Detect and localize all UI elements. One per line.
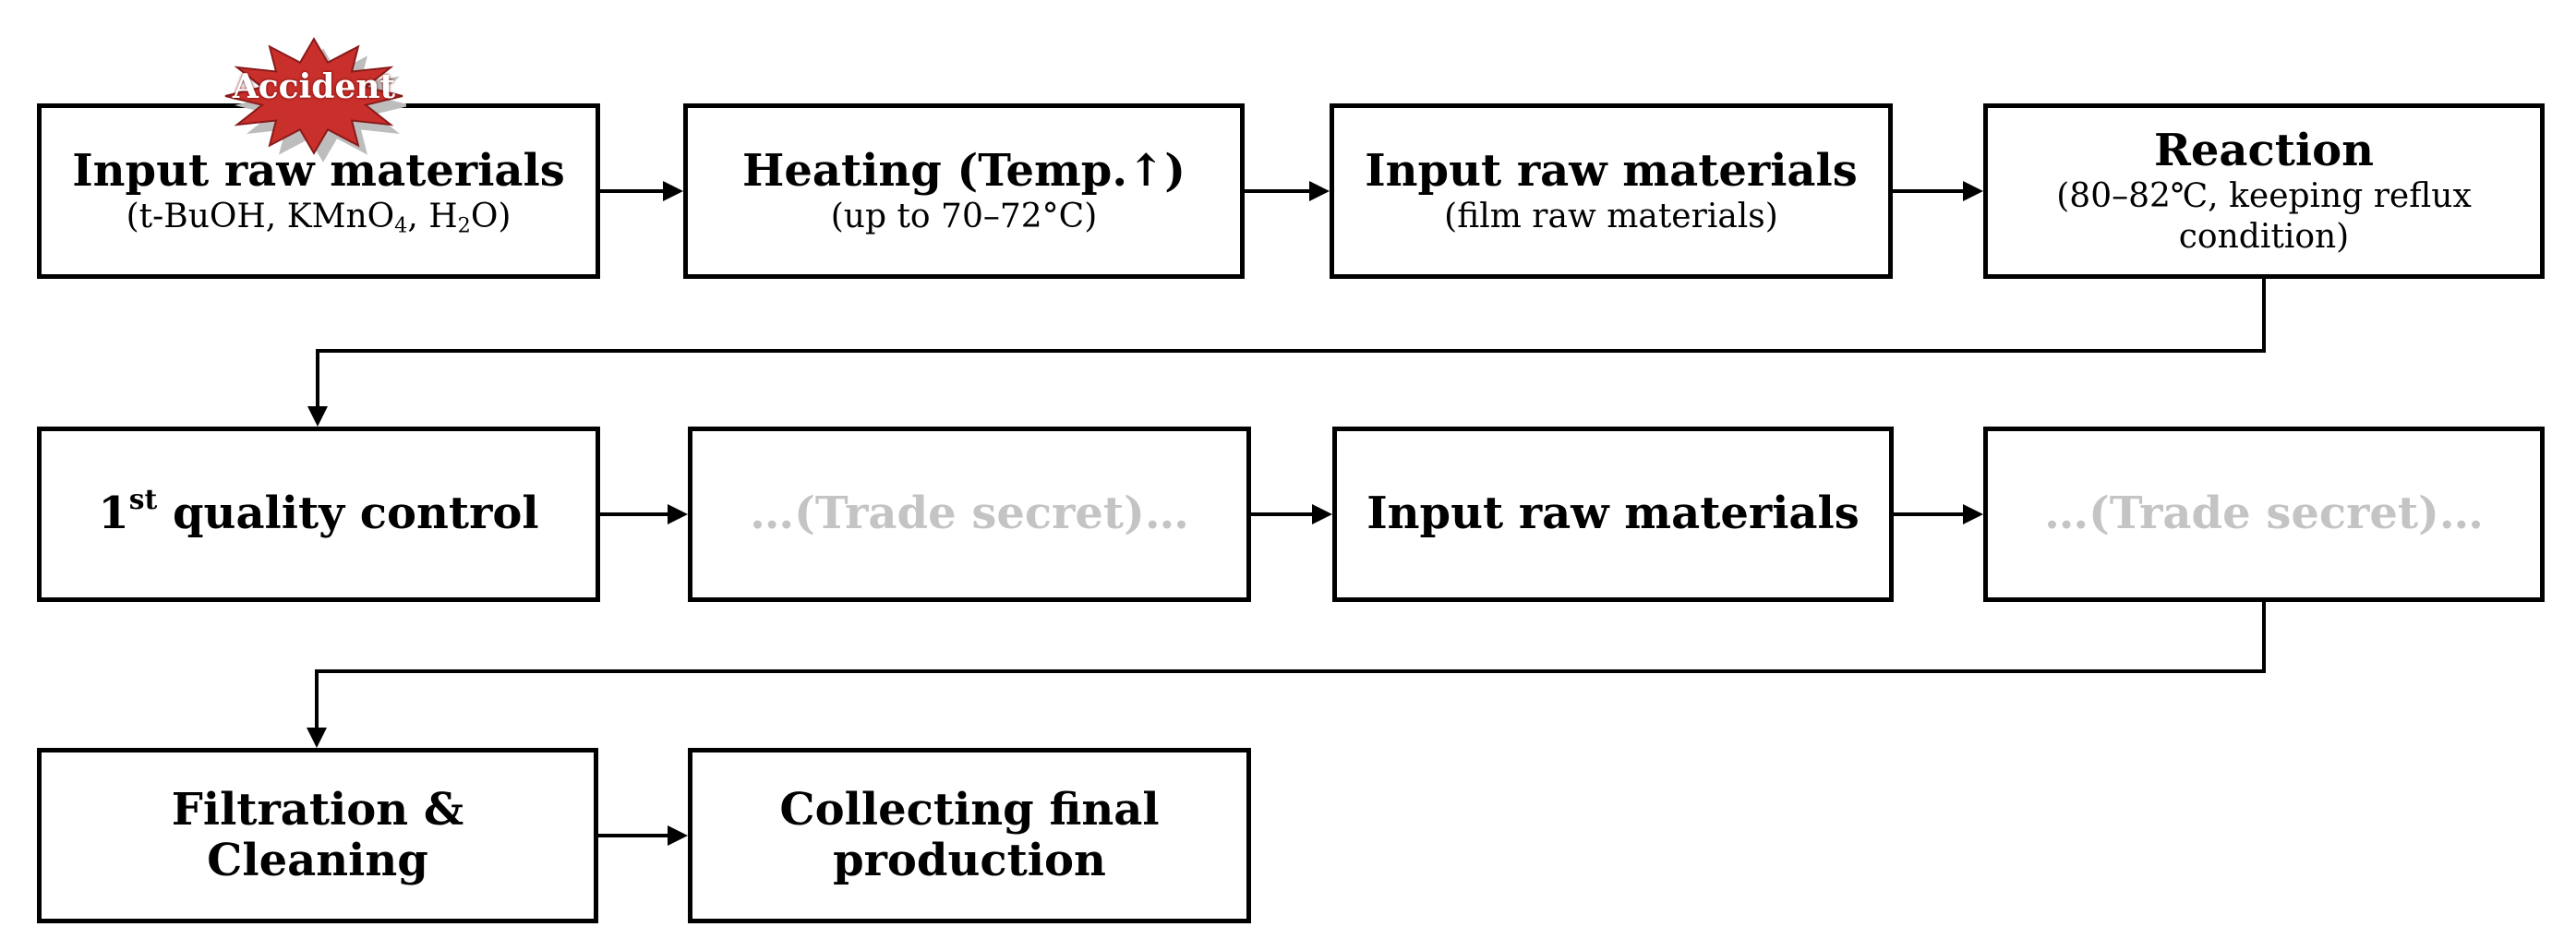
step-title: …(Trade secret)… xyxy=(2044,488,2484,540)
arrowhead-icon xyxy=(307,728,327,748)
subscript: 4 xyxy=(394,213,408,238)
process-step-box: Reaction(80–82℃, keeping reflux conditio… xyxy=(1983,103,2545,279)
arrowhead-icon xyxy=(307,406,328,427)
step-title: Input raw materials xyxy=(1365,144,1858,197)
arrowhead-icon xyxy=(1309,181,1330,201)
text-run: 1 xyxy=(98,488,129,540)
text-run: O) xyxy=(470,198,512,235)
text-run: (film raw materials) xyxy=(1444,198,1778,235)
step-title: Filtration & Cleaning xyxy=(171,783,464,886)
starburst-icon xyxy=(224,37,406,163)
process-step-box: Heating (Temp.↑)(up to 70–72°C) xyxy=(683,103,1245,279)
arrowhead-icon xyxy=(1963,504,1983,524)
text-run: (80–82℃, keeping reflux condition) xyxy=(2056,177,2472,256)
arrowhead-icon xyxy=(1963,181,1983,201)
process-step-box: 1st quality control xyxy=(37,427,600,602)
arrowhead-icon xyxy=(663,181,683,201)
step-title: Collecting final production xyxy=(779,783,1160,886)
process-step-box: Collecting final production xyxy=(688,748,1251,923)
process-step-box: Input raw materials(film raw materials) xyxy=(1330,103,1893,279)
step-detail: (up to 70–72°C) xyxy=(831,197,1098,236)
accident-label: Accident xyxy=(232,67,396,106)
subscript: 2 xyxy=(457,213,471,238)
step-title: Reaction xyxy=(2153,125,2375,177)
step-title: Input raw materials xyxy=(1366,488,1860,540)
step-title: 1st quality control xyxy=(98,484,539,540)
step-title: Heating (Temp.↑) xyxy=(741,144,1186,197)
row-wrap-connector xyxy=(316,279,2266,408)
superscript: st xyxy=(128,484,158,517)
text-run: quality control xyxy=(157,488,539,540)
text-run: (t-BuOH, KMnO xyxy=(126,198,395,235)
arrowhead-icon xyxy=(1312,504,1332,524)
text-run: (up to 70–72°C) xyxy=(830,198,1098,235)
process-step-box: Input raw materials xyxy=(1332,427,1894,602)
step-detail: (film raw materials) xyxy=(1444,197,1778,236)
step-title: …(Trade secret)… xyxy=(750,488,1189,540)
accident-badge: Accident xyxy=(222,20,406,205)
process-step-box: …(Trade secret)… xyxy=(688,427,1251,602)
arrowhead-icon xyxy=(668,504,688,524)
step-detail: (80–82℃, keeping reflux condition) xyxy=(2016,176,2512,256)
process-step-box: Filtration & Cleaning xyxy=(37,748,598,923)
process-step-box: …(Trade secret)… xyxy=(1983,427,2545,602)
row-wrap-connector xyxy=(315,602,2266,729)
text-run: , H xyxy=(407,198,458,235)
arrowhead-icon xyxy=(668,825,688,846)
step-detail: (t-BuOH, KMnO4, H2O) xyxy=(126,197,512,236)
